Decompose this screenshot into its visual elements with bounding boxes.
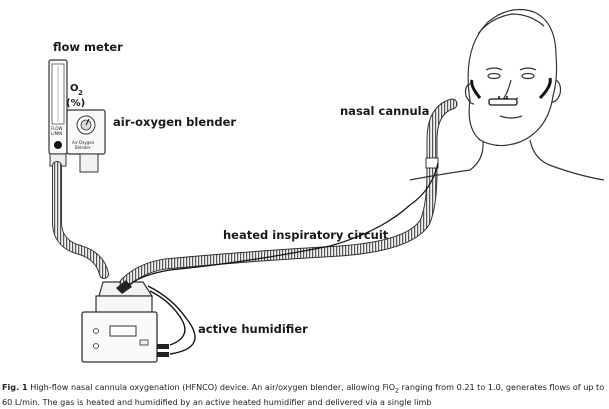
- humidifier-display: [109, 325, 137, 337]
- o2-percent-label: O 2 (%): [66, 83, 85, 109]
- circuit-connector: [425, 157, 439, 169]
- caption-text-2: ranging from 0.21 to 1.0, generates flow…: [2, 382, 605, 407]
- flowmeter-text-2: L/MIN: [51, 131, 62, 136]
- blender-text-1: Air-Oxygen: [72, 140, 95, 145]
- flowmeter-knob: [54, 141, 62, 149]
- flowmeter-text-1: FLOW: [51, 126, 63, 131]
- flow-meter: FLOW L/MIN: [48, 59, 68, 167]
- circuit-label: heated inspiratory circuit: [223, 228, 389, 242]
- blender-label: air-oxygen blender: [113, 115, 236, 129]
- hfnco-device-diagram: flow meter air-oxygen blender nasal cann…: [48, 9, 605, 363]
- caption-text-1: High-flow nasal cannula oxygenation (HFN…: [30, 382, 396, 392]
- o2-symbol: O: [70, 83, 79, 94]
- humidifier-button-1: [93, 328, 99, 334]
- blender-text-2: Blender: [75, 145, 91, 150]
- cable-plug-1: [157, 344, 169, 349]
- flow-meter-label: flow meter: [53, 40, 123, 54]
- chamber-connector: [116, 280, 132, 294]
- caption-subscript: 2: [395, 387, 399, 395]
- circuit-heater-wire: [127, 162, 439, 287]
- heater-wire-2: [147, 285, 196, 355]
- o2-subscript: 2: [78, 89, 83, 97]
- humidifier-button-2: [93, 343, 99, 349]
- heater-wire-1: [149, 290, 186, 346]
- patient-head: [409, 9, 605, 181]
- figure-caption: Fig. 1 High-flow nasal cannula oxygenati…: [2, 382, 606, 408]
- nasal-cannula: [470, 77, 552, 106]
- nasal-cannula-label: nasal cannula: [340, 104, 429, 118]
- active-humidifier: [81, 281, 169, 363]
- o2-unit: (%): [66, 98, 85, 109]
- air-oxygen-blender: Air-Oxygen Blender: [66, 109, 106, 173]
- humidifier-base: [81, 311, 158, 363]
- figure-number: Fig. 1: [2, 382, 28, 392]
- cable-plug-2: [157, 352, 169, 357]
- humidifier-label: active humidifier: [198, 322, 308, 336]
